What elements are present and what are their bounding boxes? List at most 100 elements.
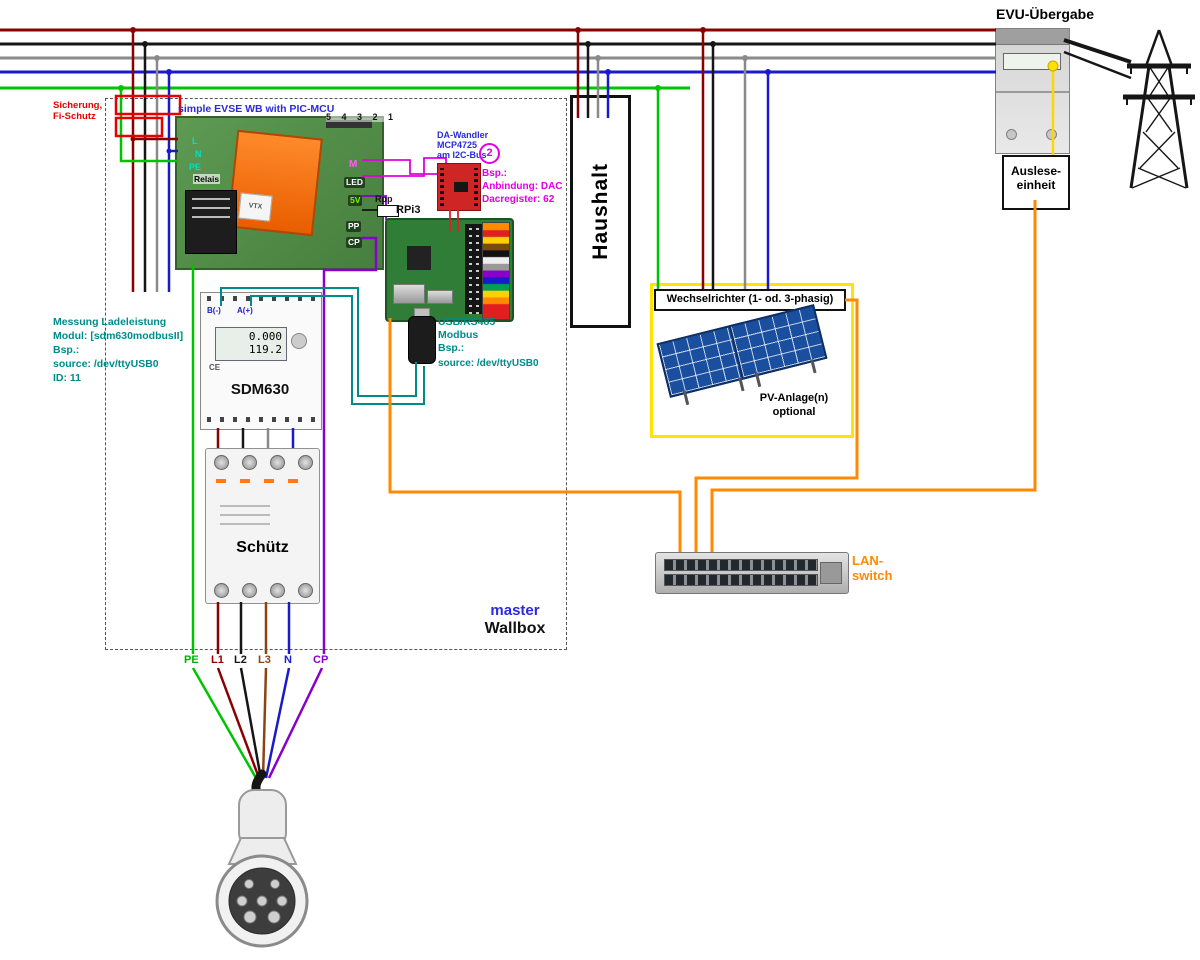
messung-line3: Bsp.: bbox=[53, 344, 80, 356]
da-bsp-line1: Bsp.: bbox=[482, 168, 507, 179]
contactor-screw bbox=[214, 583, 229, 598]
evse-relais-label: Relais bbox=[193, 174, 221, 184]
messung-line5: ID: 11 bbox=[53, 372, 82, 384]
contactor-screw bbox=[242, 455, 257, 470]
switch-port-row bbox=[664, 559, 818, 571]
contactor-screw bbox=[214, 455, 229, 470]
lan-switch bbox=[655, 552, 849, 594]
plug-face-outer bbox=[215, 854, 309, 948]
ausleseeinheit-box: Auslese- einheit bbox=[1002, 155, 1070, 210]
evse-pin-led: LED bbox=[344, 177, 365, 188]
wire-label-l3: L3 bbox=[258, 654, 271, 666]
contactor-screw bbox=[270, 455, 285, 470]
plug-pins bbox=[236, 879, 288, 924]
switch-uplink-module bbox=[820, 562, 842, 584]
plug-face-inner bbox=[228, 867, 296, 935]
meter-lcd-display bbox=[1003, 53, 1061, 70]
ausleseeinheit-line2: einheit bbox=[1016, 178, 1056, 192]
rpi-usb-port bbox=[427, 290, 453, 304]
evse-pin-header bbox=[326, 120, 372, 128]
sdm-display-line1: 0.000 bbox=[248, 330, 282, 343]
sdm-a-terminal-label: A(+) bbox=[237, 306, 253, 315]
plug-cable-wires bbox=[191, 667, 324, 780]
evse-pin-cp: CP bbox=[346, 237, 362, 248]
wire-label-n: N bbox=[284, 654, 292, 666]
sdm630-name: SDM630 bbox=[230, 381, 290, 398]
gpio-ribbon-cable bbox=[482, 222, 510, 320]
ausleseeinheit-line1: Auslese- bbox=[1010, 164, 1062, 178]
pv-optional-label: optional bbox=[772, 406, 816, 418]
evse-pin-n: N bbox=[195, 149, 202, 159]
evse-pin-row-label: 5 4 3 2 1 bbox=[326, 112, 398, 122]
power-lines-to-tower bbox=[1063, 38, 1132, 80]
usb-source-label: source: /dev/ttyUSB0 bbox=[438, 358, 539, 369]
switch-port-row bbox=[664, 574, 818, 586]
sdm-ce-mark: CE bbox=[209, 363, 221, 372]
evse-pin-m: M bbox=[349, 159, 358, 170]
evu-uebergabe-label: EVU-Übergabe bbox=[995, 6, 1095, 22]
wire-label-pe: PE bbox=[184, 654, 199, 666]
contactor-markings bbox=[216, 479, 308, 483]
gpio-header bbox=[465, 224, 483, 314]
wechselrichter-box: Wechselrichter (1- od. 3-phasig) bbox=[654, 289, 846, 311]
meter-seal bbox=[1046, 129, 1057, 140]
rpi-label: RPi3 bbox=[396, 204, 421, 216]
schuetz-name: Schütz bbox=[236, 539, 289, 556]
messung-line4: source: /dev/ttyUSB0 bbox=[53, 358, 159, 370]
da-wandler-label-line2: MCP4725 bbox=[437, 140, 478, 150]
rpi-usb-port bbox=[393, 284, 425, 304]
evse-title: simple EVSE WB with PIC-MCU bbox=[178, 103, 335, 115]
da-wandler-number-badge: 2 bbox=[479, 143, 500, 164]
pv-anlage-label: PV-Anlage(n) bbox=[759, 392, 829, 404]
plug-cable bbox=[251, 769, 267, 799]
usb-label-line3: Bsp.: bbox=[438, 342, 465, 354]
master-label: master bbox=[490, 602, 540, 619]
da-wandler-label-line1: DA-Wandler bbox=[437, 130, 489, 140]
da-pins bbox=[440, 168, 444, 206]
usb-label-line2: Modbus bbox=[438, 329, 479, 341]
evse-transformer: VTX bbox=[227, 129, 323, 237]
sicherung-label-line2: Fi-Schutz bbox=[53, 111, 96, 122]
bus-wires bbox=[0, 28, 996, 90]
wire-label-cp: CP bbox=[313, 654, 329, 666]
haushalt-box: Haushalt bbox=[570, 95, 631, 328]
contactor-spec-text bbox=[220, 501, 270, 525]
evse-pin-pp: PP bbox=[346, 221, 362, 232]
sdm-b-terminal-label: B(-) bbox=[207, 306, 221, 315]
messung-line1: Messung Ladeleistung bbox=[53, 316, 167, 328]
transformer-brand: VTX bbox=[238, 192, 273, 222]
sdm-display: 0.000 119.2 bbox=[215, 327, 287, 361]
da-pins bbox=[474, 168, 478, 206]
sdm630-meter: B(-) A(+) 0.000 119.2 CE SDM630 bbox=[200, 292, 322, 430]
transmission-tower-icon bbox=[1123, 29, 1195, 189]
evse-relay bbox=[185, 190, 237, 254]
wechselrichter-feed-wires bbox=[656, 30, 770, 289]
da-bsp-line3: Dacregister: 62 bbox=[482, 194, 555, 205]
rpp-label: Rpp bbox=[375, 194, 393, 204]
ev-charging-plug bbox=[215, 769, 309, 948]
contactor-screw bbox=[298, 583, 313, 598]
plug-neck bbox=[227, 837, 298, 865]
meter-seal bbox=[1006, 129, 1017, 140]
da-chip bbox=[454, 182, 468, 192]
da-wandler-label-line3: am I2C-Bus bbox=[437, 150, 487, 160]
lan-switch-label-line2: switch bbox=[852, 568, 893, 583]
meter-divider bbox=[996, 91, 1069, 93]
contactor-screw bbox=[298, 455, 313, 470]
contactor-screw bbox=[270, 583, 285, 598]
rpi-soc-chip bbox=[407, 246, 431, 270]
wire-label-l2: L2 bbox=[234, 654, 247, 666]
evse-pin-5v: 5V bbox=[348, 195, 363, 206]
sdm-bottom-terminals bbox=[207, 417, 315, 422]
evse-pin-l: L bbox=[192, 136, 198, 146]
contactor-screw bbox=[242, 583, 257, 598]
evse-pin-pe: PE bbox=[189, 162, 202, 172]
da-wandler-board bbox=[437, 163, 481, 211]
usb-label-line1: USB/RS485 bbox=[438, 316, 496, 328]
sdm-top-terminals bbox=[207, 296, 315, 301]
meter-terminal-cover bbox=[996, 29, 1069, 45]
evse-board: VTX L N PE Relais M LED 5V PP CP bbox=[175, 116, 384, 270]
sdm-button bbox=[291, 333, 307, 349]
sicherung-label-line1: Sicherung, bbox=[53, 100, 103, 111]
